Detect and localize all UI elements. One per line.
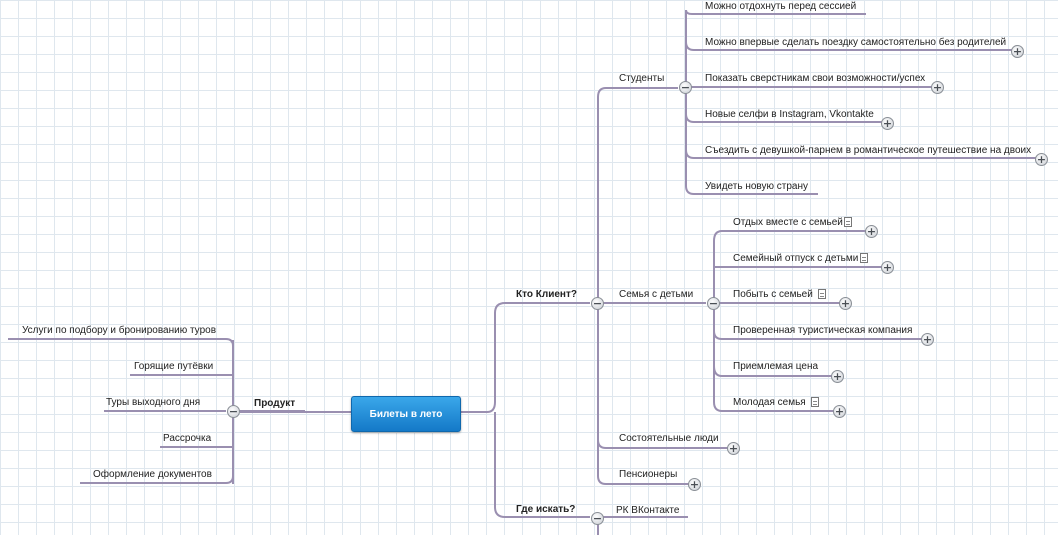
expand-trusted-company-toggle[interactable]: +	[921, 333, 934, 346]
collapse-students-toggle[interactable]: −	[679, 81, 692, 94]
expand-vacation-kids-toggle[interactable]: +	[881, 261, 894, 274]
topic-wealthy-people[interactable]: Состоятельные люди	[619, 433, 719, 444]
central-topic-label: Билеты в лето	[369, 408, 443, 420]
topic-where-to-look[interactable]: Где искать?	[516, 504, 576, 515]
expand-together-toggle[interactable]: +	[865, 225, 878, 238]
note-icon[interactable]	[844, 217, 852, 227]
expand-pensioners-toggle[interactable]: +	[688, 478, 701, 491]
central-topic-node[interactable]: Билеты в лето	[351, 396, 461, 432]
product-item-weekend-tours[interactable]: Туры выходного дня	[106, 397, 201, 408]
product-item-installment[interactable]: Рассрочка	[163, 433, 212, 444]
note-icon[interactable]	[811, 397, 819, 407]
family-item-young-family[interactable]: Молодая семья	[733, 397, 806, 408]
product-item-booking[interactable]: Услуги по подбору и бронированию туров	[22, 325, 217, 336]
students-item-new-country[interactable]: Увидеть новую страну	[705, 181, 809, 192]
students-item-show-success[interactable]: Показать сверстникам свои возможности/ус…	[705, 73, 926, 84]
expand-wealthy-toggle[interactable]: +	[727, 442, 740, 455]
product-item-hot-tours[interactable]: Горящие путёвки	[134, 361, 214, 372]
expand-price-toggle[interactable]: +	[831, 370, 844, 383]
expand-young-family-toggle[interactable]: +	[833, 405, 846, 418]
topic-pensioners[interactable]: Пенсионеры	[619, 469, 678, 480]
expand-selfies-toggle[interactable]: +	[881, 117, 894, 130]
students-item-selfies[interactable]: Новые селфи в Instagram, Vkontakte	[705, 109, 874, 120]
collapse-client-toggle[interactable]: −	[591, 297, 604, 310]
collapse-product-toggle[interactable]: −	[227, 405, 240, 418]
students-item-romantic-trip[interactable]: Съездить с девушкой-парнем в романтическ…	[705, 145, 1032, 156]
expand-romantic-trip-toggle[interactable]: +	[1035, 153, 1048, 166]
note-icon[interactable]	[818, 289, 826, 299]
expand-first-trip-toggle[interactable]: +	[1011, 45, 1024, 58]
collapse-where-toggle[interactable]: −	[591, 512, 604, 525]
family-item-trusted-company[interactable]: Проверенная туристическая компания	[733, 325, 913, 336]
expand-be-with-family-toggle[interactable]: +	[839, 297, 852, 310]
topic-family-with-kids[interactable]: Семья с детьми	[619, 289, 694, 300]
family-item-vacation-kids[interactable]: Семейный отпуск с детьми	[733, 253, 859, 264]
family-item-price[interactable]: Приемлемая цена	[733, 361, 819, 372]
where-item-vk-ads[interactable]: РК ВКонтакте	[616, 505, 680, 516]
family-item-together[interactable]: Отдых вместе с семьей	[733, 217, 843, 228]
product-item-documents[interactable]: Оформление документов	[93, 469, 212, 480]
students-item-rest[interactable]: Можно отдохнуть перед сессией	[705, 1, 857, 12]
collapse-family-toggle[interactable]: −	[707, 297, 720, 310]
students-item-first-trip[interactable]: Можно впервые сделать поездку самостояте…	[705, 37, 1007, 48]
topic-who-is-client[interactable]: Кто Клиент?	[516, 289, 577, 300]
topic-product[interactable]: Продукт	[254, 398, 296, 409]
family-item-be-with-family[interactable]: Побыть с семьей	[733, 289, 813, 300]
expand-show-success-toggle[interactable]: +	[931, 81, 944, 94]
topic-students[interactable]: Студенты	[619, 73, 665, 84]
note-icon[interactable]	[860, 253, 868, 263]
